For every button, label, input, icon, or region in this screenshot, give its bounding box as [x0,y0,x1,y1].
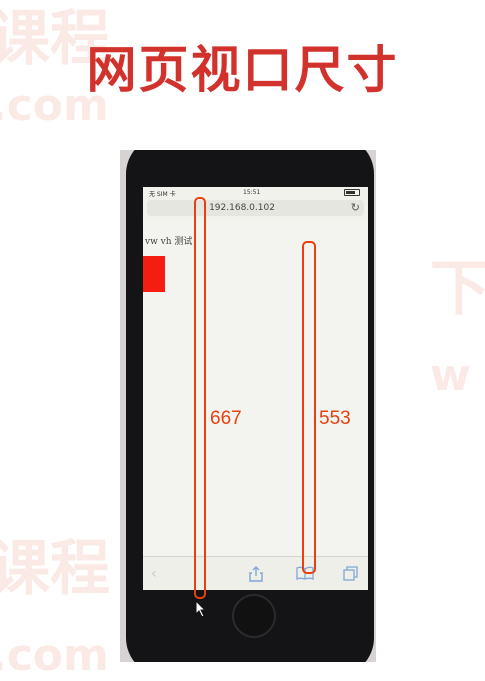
page-title: 网页视口尺寸 [86,41,399,99]
reload-icon[interactable]: ↻ [350,201,360,214]
browser-toolbar: ‹ [143,556,368,590]
watermark: 课程 [0,534,110,604]
address-bar[interactable]: 192.168.0.102 ↻ [147,200,364,216]
viewport-height-frame [302,241,316,574]
watermark: 下 [430,254,485,324]
web-content: vw vh 测试 [143,220,368,556]
phone-photo: 无 SIM 卡 15:51 192.168.0.102 ↻ vw vh 测试 ‹ [120,150,376,662]
full-height-label: 667 [210,408,242,429]
viewport-height-label: 553 [319,408,351,429]
watermark: 课程 [0,4,110,74]
url-text[interactable]: 192.168.0.102 [209,203,275,213]
watermark: w [430,350,471,401]
watermark: .com [0,630,109,681]
home-button[interactable] [232,594,276,638]
carrier-label: 无 SIM 卡 [149,191,176,198]
watermark: .com [0,80,109,131]
phone-body: 无 SIM 卡 15:51 192.168.0.102 ↻ vw vh 测试 ‹ [126,150,374,662]
tabs-icon[interactable] [343,566,358,585]
full-height-frame [194,197,206,599]
status-bar: 无 SIM 卡 15:51 [143,187,368,198]
clock-label: 15:51 [243,189,261,196]
battery-icon [344,189,360,196]
page-heading: vw vh 测试 [145,237,193,247]
back-icon[interactable]: ‹ [151,566,157,582]
phone-screen: 无 SIM 卡 15:51 192.168.0.102 ↻ vw vh 测试 ‹ [143,187,368,590]
share-icon[interactable] [249,566,263,586]
mouse-cursor-icon [195,599,207,622]
red-box [143,256,165,292]
